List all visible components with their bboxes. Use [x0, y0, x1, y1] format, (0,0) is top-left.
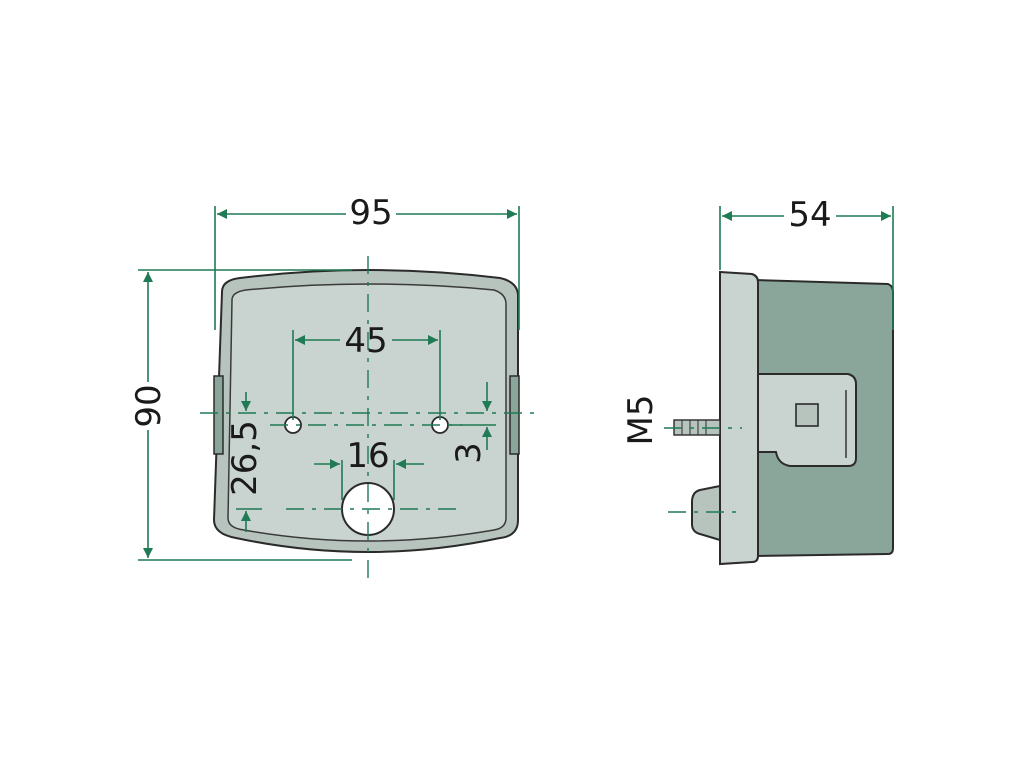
side-bracket-slot: [795, 403, 819, 427]
thread-label: M5: [621, 395, 661, 446]
dimension-hole-spacing-label: 45: [344, 321, 387, 361]
front-right-tab: [509, 375, 520, 455]
dimension-cable-hole: 16: [314, 436, 424, 500]
dimension-hole-offset: 26,5: [225, 392, 265, 532]
side-view: [664, 270, 894, 566]
dimension-width-label: 95: [349, 193, 392, 233]
side-flange: [719, 270, 759, 566]
dimension-depth-label: 54: [788, 195, 831, 235]
dimension-depth: 54: [719, 195, 894, 330]
dimension-small-offset-label: 3: [449, 442, 489, 464]
front-view: [200, 256, 536, 580]
dimension-width: 95: [214, 193, 520, 330]
dimension-hole-spacing: 45: [292, 321, 441, 420]
dimension-hole-offset-label: 26,5: [225, 420, 265, 496]
front-left-tab: [213, 375, 224, 455]
cable-gland: [691, 484, 721, 542]
dimension-cable-hole-label: 16: [346, 436, 389, 476]
dimension-height: 90: [129, 269, 352, 561]
dimension-height-label: 90: [129, 384, 169, 427]
dimension-small-offset: 3: [448, 382, 496, 464]
